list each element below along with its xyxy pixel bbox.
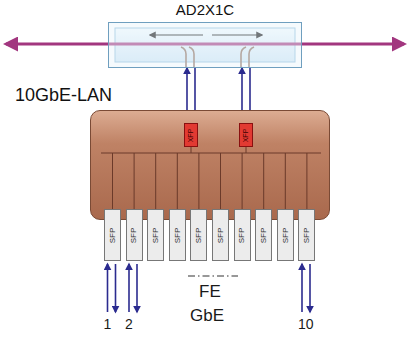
port-label: SFP: [281, 227, 290, 243]
module-label: XFP: [243, 128, 250, 142]
device-box: AD2X1C: [108, 22, 302, 68]
sfp-module: SFP: [104, 209, 121, 261]
sfp-module: SFP: [126, 209, 143, 261]
sfp-module: SFP: [277, 209, 294, 261]
network-name: 10GbE-LAN: [15, 85, 112, 106]
port-label: SFP: [130, 227, 139, 243]
xfp-module: XFP: [184, 123, 198, 147]
module-label: XFP: [188, 128, 195, 142]
port-label: SFP: [238, 227, 247, 243]
sfp-module: SFP: [234, 209, 251, 261]
speed-label: FE: [199, 282, 221, 302]
port-label: SFP: [216, 227, 225, 243]
sfp-module: SFP: [147, 209, 164, 261]
port-label: SFP: [302, 227, 311, 243]
port-label: SFP: [259, 227, 268, 243]
continuation-mark: [188, 275, 238, 276]
port-label: SFP: [194, 227, 203, 243]
port-label: SFP: [108, 227, 117, 243]
port-number: 10: [298, 316, 314, 332]
sfp-module: SFP: [169, 209, 186, 261]
switch-body: 10GbE-LANXFPXFPSFPSFPSFPSFPSFPSFPSFPSFPS…: [90, 110, 330, 220]
port-label: SFP: [173, 227, 182, 243]
sfp-module: SFP: [298, 209, 315, 261]
port-arrows: [108, 264, 311, 312]
sfp-module: SFP: [190, 209, 207, 261]
sfp-module: SFP: [255, 209, 272, 261]
sfp-module: SFP: [212, 209, 229, 261]
port-number: 1: [104, 316, 112, 332]
xfp-module: XFP: [239, 123, 253, 147]
backplane-lines: [91, 111, 331, 221]
port-label: SFP: [151, 227, 160, 243]
speed-label: GbE: [190, 306, 224, 326]
port-number: 2: [125, 316, 133, 332]
device-name: AD2X1C: [109, 1, 301, 18]
